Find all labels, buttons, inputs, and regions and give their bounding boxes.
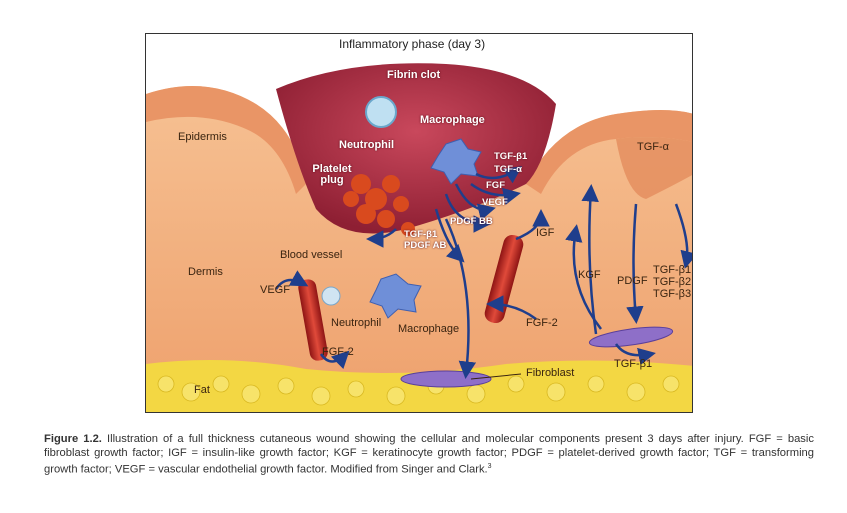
rete-ridges [616,137,692,199]
label-dermis: Dermis [188,266,223,278]
factor-igf: IGF [536,227,555,239]
caption-text: Illustration of a full thickness cutaneo… [44,433,814,476]
label-platelet-plug: Platelet plug [312,163,352,186]
fibroblast-callout [470,373,522,380]
caption-label: Figure 1.2. [44,433,102,445]
neutrophil-vessel [321,286,341,306]
factor-tgf-b2-right: TGF-β2 [653,276,692,288]
factor-tgf-a-right: TGF-α [637,141,670,153]
factor-tgf-b1-fibroblast: TGF-β1 [614,358,653,370]
epidermis-right [526,110,692,194]
factor-fgf2-right: FGF-2 [526,317,558,329]
blood-vessel-left [298,279,328,361]
label-epidermis: Epidermis [178,131,227,143]
factor-pdgf-bb: PDGF BB [450,216,493,227]
figure-caption: Figure 1.2. Illustration of a full thick… [44,433,814,477]
factor-tgf-b1-platelet: TGF-β1 [404,229,438,240]
illustration-artwork [146,34,692,412]
factor-vegf-macrophage: VEGF [482,197,508,208]
label-fat: Fat [194,384,210,396]
label-macrophage-dermis: Macrophage [398,323,460,335]
label-fibroblast: Fibroblast [526,367,575,379]
factor-tgf-a-macrophage: TGF-α [494,164,522,175]
macrophage-dermis [369,273,422,319]
signal-arrows [274,166,692,379]
wound-illustration: Inflammatory phase (day 3) Fibrin clot N… [145,33,693,413]
label-neutrophil-vessel: Neutrophil [331,317,382,329]
macrophage-clot [430,138,482,185]
factor-tgf-b1-macrophage: TGF-β1 [494,151,528,162]
factor-tgf-b1-right: TGF-β1 [653,264,692,276]
factor-tgf-b3-right: TGF-β3 [653,288,692,300]
factor-kgf: KGF [578,269,601,281]
label-macrophage-clot: Macrophage [420,114,485,126]
fibroblast-right [588,326,674,348]
factor-vegf-vessel: VEGF [260,284,290,296]
factor-fgf-macrophage: FGF [486,180,505,191]
caption-reference: 3 [487,463,492,470]
factor-pdgf-ab: PDGF AB [404,240,447,251]
epidermis-left [146,86,306,194]
neutrophil-clot [365,96,397,128]
label-blood-vessel: Blood vessel [280,249,343,261]
fibroblast-bottom [400,370,492,388]
factor-pdgf-right: PDGF [617,275,648,287]
label-fibrin-clot: Fibrin clot [387,69,441,81]
factor-fgf2-vessel: FGF-2 [322,346,354,358]
label-neutrophil-clot: Neutrophil [339,139,394,151]
figure-title: Inflammatory phase (day 3) [339,37,486,51]
platelet-plug [343,174,415,236]
